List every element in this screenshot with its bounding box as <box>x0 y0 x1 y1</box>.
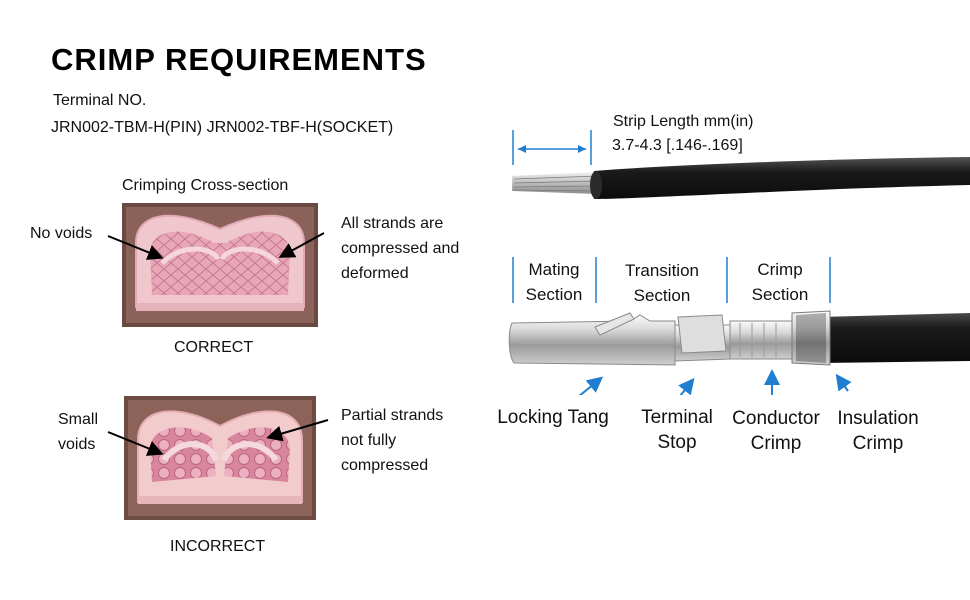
partial-strands-note-line-3: compressed <box>341 457 429 474</box>
small-voids-note: Small voids <box>58 407 98 457</box>
conductor-crimp-label-line-2: Crimp <box>750 433 802 454</box>
crimped-terminal-image <box>508 257 970 395</box>
partial-strands-note: Partial strands not fully compressed <box>341 403 443 478</box>
locking-tang-label: Locking Tang <box>494 405 612 430</box>
terminal-stop-label-line-1: Terminal <box>641 407 713 428</box>
all-strands-note-line-2: compressed and <box>341 240 460 257</box>
transition-section-label-line-1: Transition <box>624 261 699 280</box>
all-strands-note-line-3: deformed <box>341 265 409 282</box>
insulation-crimp-label: Insulation Crimp <box>832 406 924 456</box>
crimp-section-label-line-1: Crimp <box>757 260 803 279</box>
partial-strands-note-line-2: not fully <box>341 432 397 449</box>
page-title: CRIMP REQUIREMENTS <box>51 42 427 77</box>
strip-length-label: Strip Length mm(in) <box>613 113 754 130</box>
insulation-crimp-label-line-2: Crimp <box>852 433 904 454</box>
all-strands-arrow <box>278 232 325 258</box>
incorrect-cross-section-image <box>124 396 316 520</box>
small-voids-note-line-1: Small <box>58 411 99 428</box>
insulation-crimp-label-line-1: Insulation <box>837 408 919 429</box>
correct-cross-section-image <box>122 203 318 327</box>
partial-strands-arrow <box>266 419 329 442</box>
no-voids-note: No voids <box>30 225 93 242</box>
no-voids-arrow <box>107 235 164 260</box>
locking-tang-arrow <box>578 376 604 395</box>
locking-tang-label-line-1: Locking Tang <box>497 407 609 428</box>
conductor-crimp-label-line-1: Conductor <box>732 408 820 429</box>
incorrect-caption: INCORRECT <box>170 538 266 555</box>
stripped-wire-image <box>512 130 970 199</box>
conductor-crimp-label: Conductor Crimp <box>728 406 824 456</box>
small-voids-arrow <box>107 431 164 456</box>
terminal-label: Terminal NO. <box>53 92 147 109</box>
strip-length-value: 3.7-4.3 [.146-.169] <box>612 137 743 154</box>
terminal-stop-label: Terminal Stop <box>632 405 722 455</box>
all-strands-note-line-1: All strands are <box>341 215 444 232</box>
cross-section-heading: Crimping Cross-section <box>122 177 289 194</box>
all-strands-note: All strands are compressed and deformed <box>341 211 459 286</box>
transition-section-label: Transition Section <box>608 258 716 308</box>
correct-caption: CORRECT <box>174 339 254 356</box>
terminal-part-numbers: JRN002-TBM-H(PIN) JRN002-TBF-H(SOCKET) <box>51 119 394 136</box>
crimp-section-label: Crimp Section <box>738 257 822 307</box>
crimp-section-label-line-2: Section <box>751 285 809 304</box>
insulation-crimp-arrow <box>835 373 852 392</box>
mating-section-label-line-2: Section <box>525 285 583 304</box>
small-voids-note-line-2: voids <box>58 436 96 453</box>
mating-section-label-line-1: Mating <box>528 260 580 279</box>
terminal-stop-label-line-2: Stop <box>657 432 697 453</box>
terminal-stop-arrow <box>678 377 695 395</box>
partial-strands-note-line-1: Partial strands <box>341 407 444 424</box>
transition-section-label-line-2: Section <box>633 286 691 305</box>
mating-section-label: Mating Section <box>516 257 592 307</box>
